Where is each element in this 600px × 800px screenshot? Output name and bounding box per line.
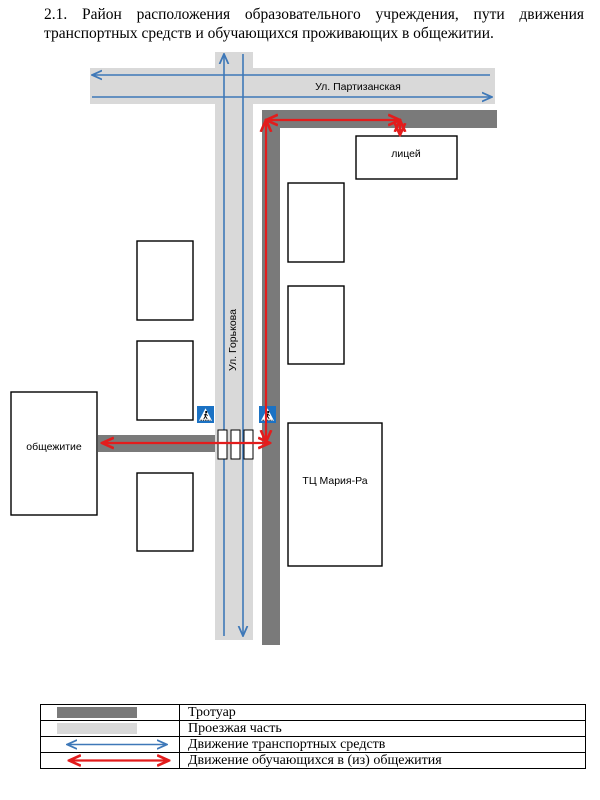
- building-lyceum: [355, 135, 458, 180]
- legend-row-sidewalk: Тротуар: [40, 704, 586, 721]
- legend-row-vehicles: Движение транспортных средств: [40, 736, 586, 753]
- legend-vehicles-label: Движение транспортных средств: [179, 736, 586, 753]
- street-label-gorkova: Ул. Горькова: [227, 309, 239, 371]
- legend-student-arrow: [41, 753, 179, 768]
- sidewalk-east: [262, 110, 280, 645]
- legend-sidewalk-swatch: [57, 707, 137, 718]
- legend-sidewalk-label: Тротуар: [179, 704, 586, 721]
- building-mall: [287, 422, 383, 567]
- pedestrian-crossing: [217, 429, 254, 460]
- roadway-gorkova: [215, 52, 253, 640]
- dormitory-label: общежитие: [26, 441, 82, 453]
- building-block-5: [136, 472, 194, 552]
- legend-table: Тротуар Проезжая часть Движение транспор…: [40, 704, 586, 769]
- legend-roadway-swatch: [57, 723, 137, 734]
- legend-row-students: Движение обучающихся в (из) общежития: [40, 752, 586, 769]
- mall-label: ТЦ Мария-Ра: [302, 475, 367, 487]
- legend-students-label: Движение обучающихся в (из) общежития: [179, 752, 586, 769]
- legend-roadway-label: Проезжая часть: [179, 720, 586, 737]
- building-block-4: [136, 340, 194, 421]
- building-block-3: [136, 240, 194, 321]
- roadway-partizanskaya: [90, 68, 495, 104]
- legend-vehicle-arrow: [41, 737, 179, 752]
- legend-row-roadway: Проезжая часть: [40, 720, 586, 737]
- building-block-1: [287, 182, 345, 263]
- building-dormitory: [10, 391, 98, 516]
- page-heading: 2.1. Район расположения образовательного…: [44, 6, 584, 42]
- pedestrian-crossing-icon: [259, 406, 276, 423]
- lyceum-label: лицей: [391, 148, 421, 160]
- building-block-2: [287, 285, 345, 365]
- pedestrian-crossing-icon: [197, 406, 214, 423]
- map-diagram: Ул. Партизанская Ул. Горькова лицей обще…: [10, 52, 497, 645]
- street-label-partizanskaya: Ул. Партизанская: [315, 81, 401, 93]
